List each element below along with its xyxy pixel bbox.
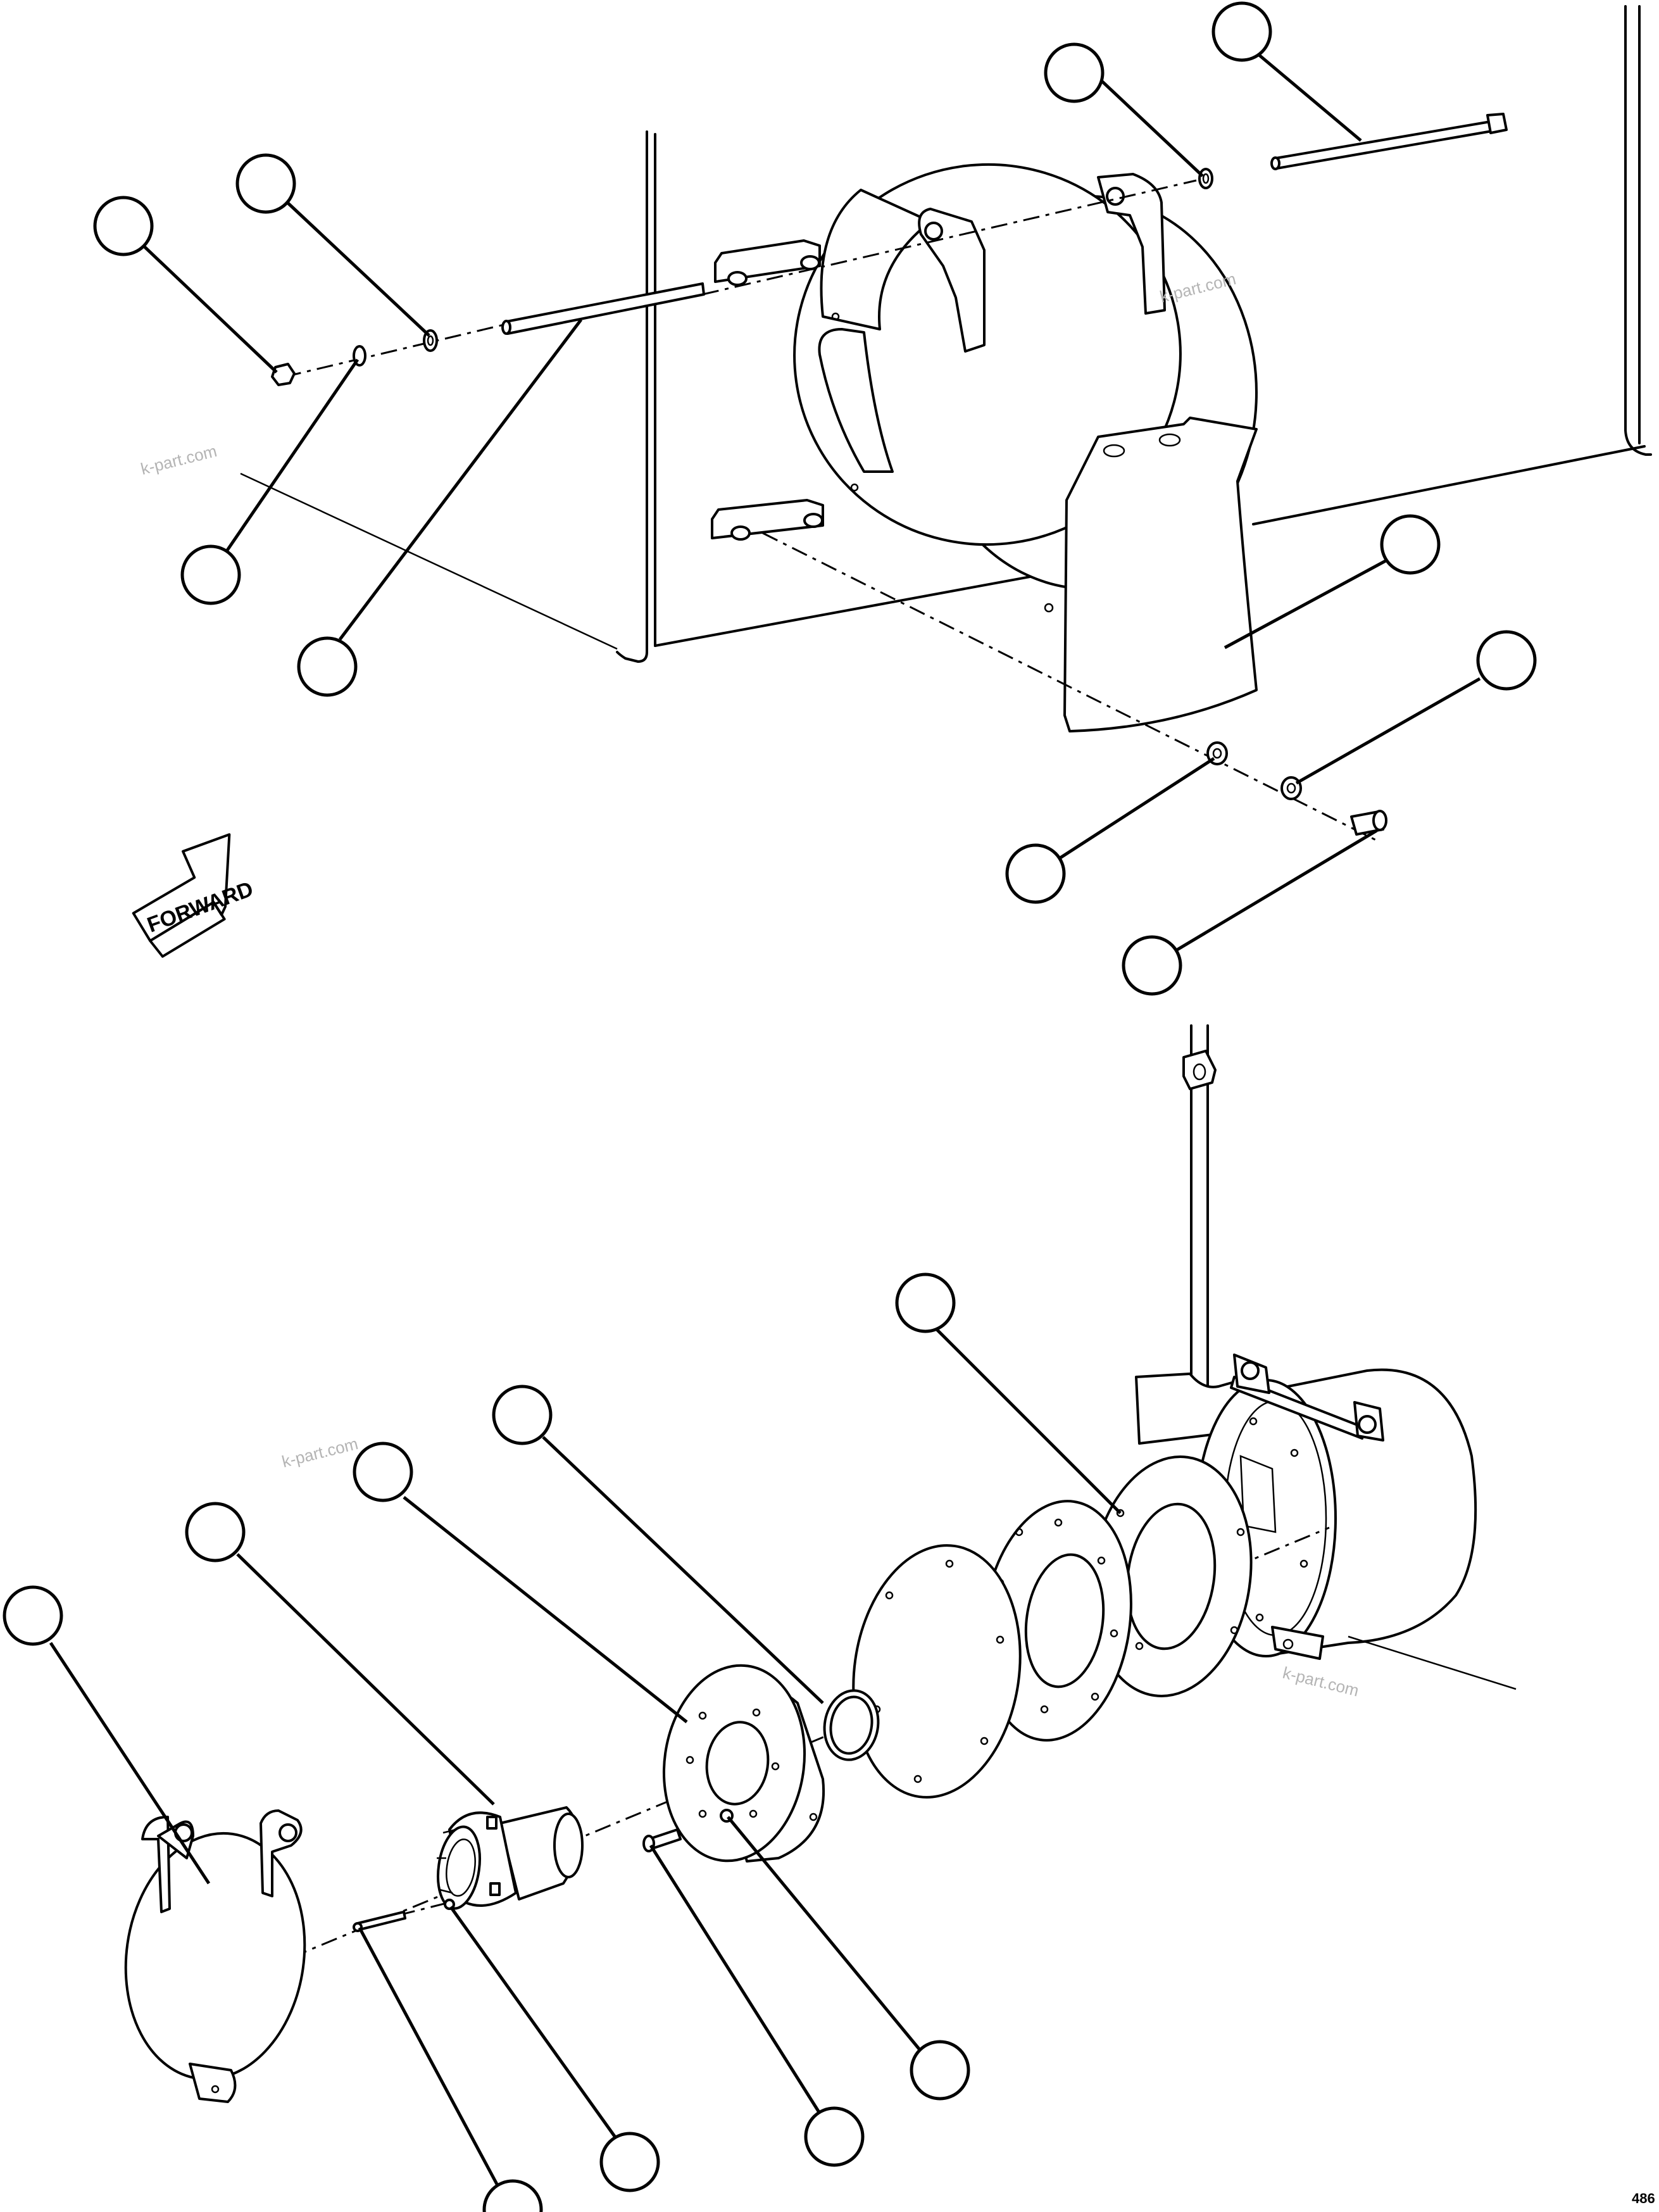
callout-group-bottom <box>3 1273 1122 2212</box>
callout-circle <box>1005 843 1066 904</box>
callout-circle <box>482 2179 543 2212</box>
pin-bolt <box>642 1828 682 1852</box>
o-ring <box>823 1689 880 1761</box>
callout-circle <box>895 1273 956 1333</box>
callout-circle <box>185 1502 246 1562</box>
bolt-short <box>1350 810 1387 836</box>
centerline-screw <box>398 1901 450 1916</box>
watermark-1: k-part.com <box>139 441 218 479</box>
structure-line <box>1348 1635 1517 1690</box>
callout-circle <box>599 2132 660 2192</box>
rotor-hub <box>662 1664 825 1863</box>
callout-circle <box>910 2040 970 2101</box>
spacer-block-lower <box>711 499 824 541</box>
spacer-block-upper <box>714 239 821 286</box>
end-cover <box>124 1809 306 2103</box>
callout-circle <box>1380 514 1441 575</box>
callout-circle <box>93 196 154 256</box>
pin-small <box>353 1911 406 1932</box>
rod-lower <box>501 282 705 335</box>
nut-left <box>271 363 296 386</box>
centerline-upper <box>702 179 1197 296</box>
washer-lower-2 <box>1280 776 1302 800</box>
callout-circle <box>1476 630 1537 691</box>
support-post <box>1182 1024 1217 1388</box>
gasket-ring <box>1089 1455 1253 1697</box>
callout-circle <box>1211 1 1272 62</box>
frame-structure <box>240 5 1652 663</box>
callout-circle <box>235 153 296 214</box>
bolt-long <box>1270 113 1508 170</box>
cover-disc <box>852 1544 1022 1799</box>
top-assembly: FORWARD <box>93 1 1652 996</box>
mounting-bracket <box>1063 417 1258 732</box>
callout-circle <box>804 2106 865 2167</box>
flange-plate <box>982 1500 1132 1742</box>
callout-circle <box>353 1442 413 1502</box>
callout-circle <box>1122 935 1182 996</box>
figure-code: 486 <box>1632 2190 1655 2206</box>
forward-arrow: FORWARD <box>132 833 256 958</box>
shaft-coupling <box>437 1806 584 1910</box>
washer-upper-right <box>1198 168 1213 189</box>
washer-lower-1 <box>1206 741 1228 765</box>
watermark-4: k-part.com <box>1281 1663 1361 1700</box>
bottom-assembly <box>3 1024 1517 2212</box>
callout-circle <box>180 544 241 605</box>
centerline-rod <box>284 323 507 378</box>
callout-circle <box>1044 42 1105 103</box>
centerline-lower <box>762 532 1380 843</box>
callout-circle <box>3 1585 63 1646</box>
callout-group-top <box>93 1 1537 996</box>
callout-circle <box>297 636 358 697</box>
callout-circle <box>492 1385 553 1445</box>
watermark-3: k-part.com <box>280 1434 360 1471</box>
